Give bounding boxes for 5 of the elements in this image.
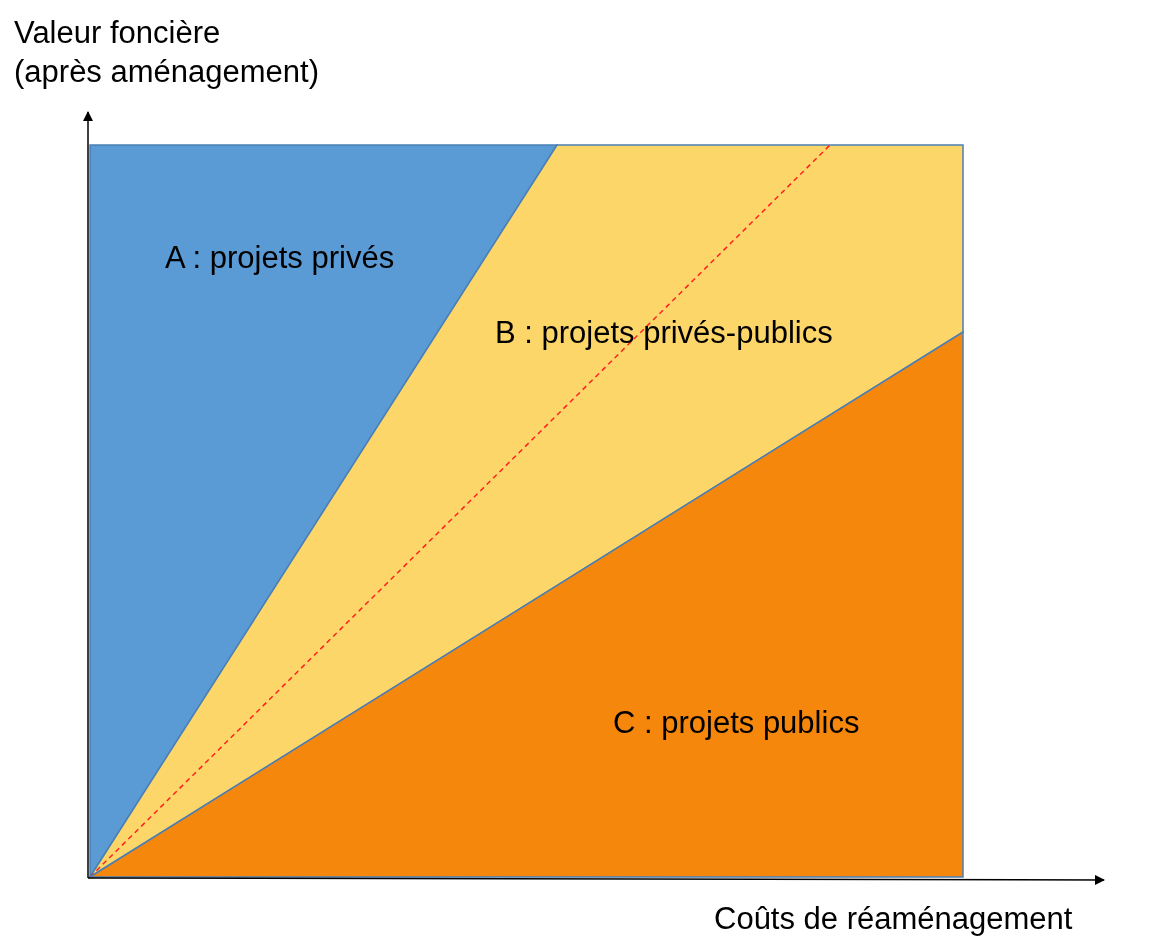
region-label: B : projets privés-publics — [495, 315, 833, 351]
axis-title: Valeur foncière (après aménagement) — [14, 14, 320, 91]
region-label: C : projets publics — [613, 705, 860, 741]
region-label: A : projets privés — [165, 240, 395, 276]
axis-title: Coûts de réaménagement — [714, 900, 1074, 938]
